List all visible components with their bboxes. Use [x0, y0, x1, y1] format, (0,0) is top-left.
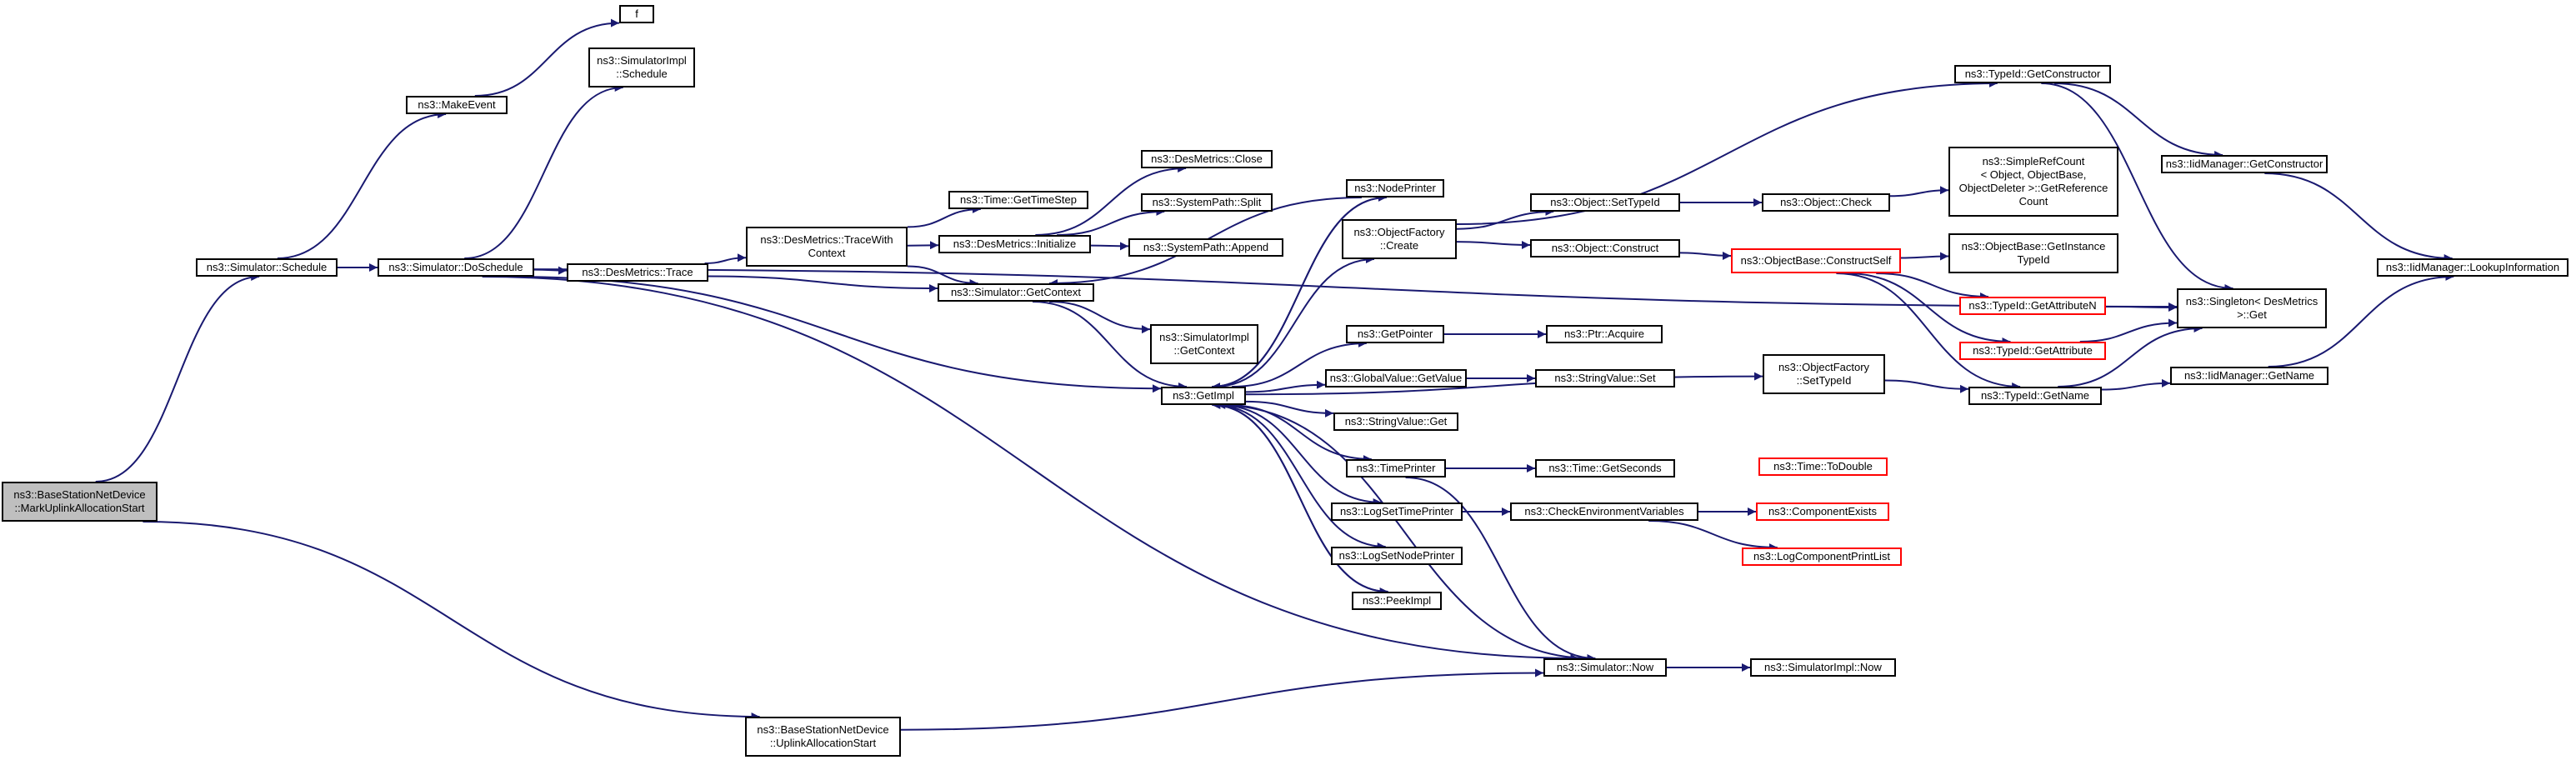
- edge-doschedule-to-singletonget: [533, 268, 2178, 311]
- node-getattrn[interactable]: ns3::TypeId::GetAttributeN: [1959, 297, 2106, 315]
- node-objcheck[interactable]: ns3::Object::Check: [1762, 193, 1890, 212]
- edge-root-to-schedule: [95, 272, 260, 482]
- edge-destrace-to-tracewith: [704, 253, 747, 264]
- edge-getimpl-to-logsettime: [1218, 404, 1382, 507]
- edge-ofsettypeid-to-getname: [1884, 379, 1969, 393]
- edge-objconstruct-to-constructself: [1679, 251, 1732, 260]
- edge-makeevent-to-f: [474, 18, 620, 97]
- edge-doschedule-to-simnow: [482, 276, 1579, 662]
- node-singletonget[interactable]: ns3::Singleton< DesMetrics >::Get: [2177, 288, 2327, 328]
- node-schedule[interactable]: ns3::Simulator::Schedule: [196, 258, 338, 277]
- node-svget[interactable]: ns3::StringValue::Get: [1333, 412, 1458, 431]
- node-constructself[interactable]: ns3::ObjectBase::ConstructSelf: [1731, 248, 1901, 273]
- edge-ofcreate-to-settypeid: [1456, 208, 1554, 230]
- edge-constructself-to-getattrn: [1876, 272, 1989, 301]
- node-settypeid[interactable]: ns3::Object::SetTypeId: [1530, 193, 1680, 212]
- node-iidgetname[interactable]: ns3::IidManager::GetName: [2170, 367, 2328, 385]
- edge-tracewith-to-gettimestep: [907, 205, 981, 228]
- edge-getimpl-to-gvgetvalue: [1245, 380, 1326, 393]
- node-getconstructor[interactable]: ns3::TypeId::GetConstructor: [1954, 65, 2111, 83]
- node-logcomplist[interactable]: ns3::LogComponentPrintList: [1742, 548, 1902, 566]
- edge-desinit-to-append: [1090, 242, 1129, 251]
- node-append[interactable]: ns3::SystemPath::Append: [1128, 238, 1283, 257]
- node-ptracquire[interactable]: ns3::Ptr::Acquire: [1546, 325, 1663, 343]
- edge-desinit-to-split: [1057, 208, 1165, 236]
- node-gettimesec[interactable]: ns3::Time::GetSeconds: [1535, 459, 1675, 478]
- edge-getattr-to-singletonget: [2079, 318, 2178, 342]
- edge-getconstructor-to-singletonget: [2041, 82, 2233, 292]
- edge-doschedule-to-getimpl: [509, 276, 1162, 393]
- edge-tracewith-to-simgetctx: [907, 265, 978, 288]
- node-compexists[interactable]: ns3::ComponentExists: [1756, 502, 1889, 521]
- edge-simgetctx-to-getimpl: [1032, 301, 1188, 391]
- edge-uplinkstart-to-simnow: [900, 668, 1544, 731]
- node-lookupinfo[interactable]: ns3::IidManager::LookupInformation: [2377, 258, 2568, 277]
- node-desclose[interactable]: ns3::DesMetrics::Close: [1141, 150, 1273, 168]
- edge-objcheck-to-refcount: [1889, 186, 1949, 198]
- edge-checkenv-to-logcomplist: [1648, 520, 1778, 552]
- edge-getname-to-iidgetname: [2101, 378, 2171, 391]
- node-getinstancetid[interactable]: ns3::ObjectBase::GetInstance TypeId: [1948, 233, 2118, 273]
- edge-destrace-to-simgetctx: [708, 275, 938, 293]
- edge-getimpl-to-svget: [1245, 400, 1334, 418]
- edge-getconstructor-to-iidgetconstructor: [2053, 82, 2223, 159]
- edge-getattrn-to-singletonget: [2105, 302, 2178, 312]
- edge-simnow-to-getimpl: [1217, 401, 1592, 659]
- edge-simgetctx-to-implgetctx: [1049, 301, 1151, 334]
- edge-iidgetname-to-lookupinfo: [2268, 272, 2454, 368]
- node-ofsettypeid[interactable]: ns3::ObjectFactory ::SetTypeId: [1763, 354, 1885, 394]
- node-getattr[interactable]: ns3::TypeId::GetAttribute: [1959, 342, 2106, 360]
- node-simnow[interactable]: ns3::Simulator::Now: [1543, 658, 1667, 677]
- node-nodeprinter[interactable]: ns3::NodePrinter: [1346, 179, 1444, 198]
- node-refcount[interactable]: ns3::SimpleRefCount < Object, ObjectBase…: [1948, 147, 2118, 217]
- node-desinit[interactable]: ns3::DesMetrics::Initialize: [938, 235, 1091, 253]
- edge-schedule-to-makeevent: [277, 110, 447, 259]
- edge-constructself-to-getname: [1836, 272, 2021, 391]
- node-tracewith[interactable]: ns3::DesMetrics::TraceWith Context: [746, 227, 908, 267]
- node-getpointer[interactable]: ns3::GetPointer: [1346, 325, 1444, 343]
- edge-constructself-to-getattr: [1846, 272, 2011, 346]
- node-getimpl[interactable]: ns3::GetImpl: [1161, 387, 1246, 405]
- node-objconstruct[interactable]: ns3::Object::Construct: [1530, 239, 1680, 258]
- edge-getname-to-singletonget: [2058, 324, 2203, 388]
- node-simgetctx[interactable]: ns3::Simulator::GetContext: [938, 283, 1094, 302]
- edge-getimpl-to-getpointer: [1232, 339, 1367, 388]
- node-iidgetconstructor[interactable]: ns3::IidManager::GetConstructor: [2161, 155, 2328, 173]
- node-implschedule[interactable]: ns3::SimulatorImpl ::Schedule: [588, 48, 695, 88]
- edge-doschedule-to-implschedule: [464, 83, 623, 259]
- node-checkenv[interactable]: ns3::CheckEnvironmentVariables: [1510, 502, 1698, 521]
- edge-ofcreate-to-objconstruct: [1456, 240, 1531, 249]
- edge-nodeprinter-to-getimpl: [1212, 197, 1387, 391]
- node-svset[interactable]: ns3::StringValue::Set: [1535, 369, 1675, 388]
- node-gettimestep[interactable]: ns3::Time::GetTimeStep: [948, 191, 1088, 209]
- node-gvgetvalue[interactable]: ns3::GlobalValue::GetValue: [1325, 369, 1467, 388]
- node-logsettime[interactable]: ns3::LogSetTimePrinter: [1331, 502, 1463, 521]
- node-root: ns3::BaseStationNetDevice ::MarkUplinkAl…: [2, 482, 158, 522]
- edge-peekimpl-to-getimpl: [1212, 401, 1388, 592]
- node-f[interactable]: f: [619, 5, 654, 23]
- edge-ofcreate-to-getconstructor: [1456, 79, 1998, 226]
- node-uplinkstart[interactable]: ns3::BaseStationNetDevice ::UplinkAlloca…: [745, 717, 901, 757]
- edge-root-to-uplinkstart: [143, 521, 760, 721]
- node-implnow[interactable]: ns3::SimulatorImpl::Now: [1750, 658, 1896, 677]
- node-destrace[interactable]: ns3::DesMetrics::Trace: [567, 263, 708, 282]
- edge-getimpl-to-logsetnode: [1214, 404, 1386, 551]
- node-makeevent[interactable]: ns3::MakeEvent: [406, 96, 508, 114]
- node-getname[interactable]: ns3::TypeId::GetName: [1968, 387, 2102, 405]
- node-ofcreate[interactable]: ns3::ObjectFactory ::Create: [1342, 219, 1457, 259]
- edge-iidgetconstructor-to-lookupinfo: [2264, 172, 2453, 262]
- node-peekimpl[interactable]: ns3::PeekImpl: [1352, 592, 1442, 610]
- edge-constructself-to-getinstancetid: [1900, 252, 1949, 261]
- node-todouble[interactable]: ns3::Time::ToDouble: [1758, 458, 1888, 476]
- edge-getimpl-to-ofcreate: [1214, 255, 1375, 388]
- edge-timeprinter-to-simnow: [1405, 477, 1596, 662]
- node-doschedule[interactable]: ns3::Simulator::DoSchedule: [378, 258, 534, 277]
- edge-desinit-to-desclose: [1035, 164, 1187, 236]
- node-timeprinter[interactable]: ns3::TimePrinter: [1346, 459, 1446, 478]
- edge-getimpl-to-timeprinter: [1228, 404, 1372, 463]
- node-split[interactable]: ns3::SystemPath::Split: [1141, 193, 1273, 212]
- node-implgetctx[interactable]: ns3::SimulatorImpl ::GetContext: [1150, 324, 1258, 364]
- node-logsetnode[interactable]: ns3::LogSetNodePrinter: [1331, 547, 1463, 565]
